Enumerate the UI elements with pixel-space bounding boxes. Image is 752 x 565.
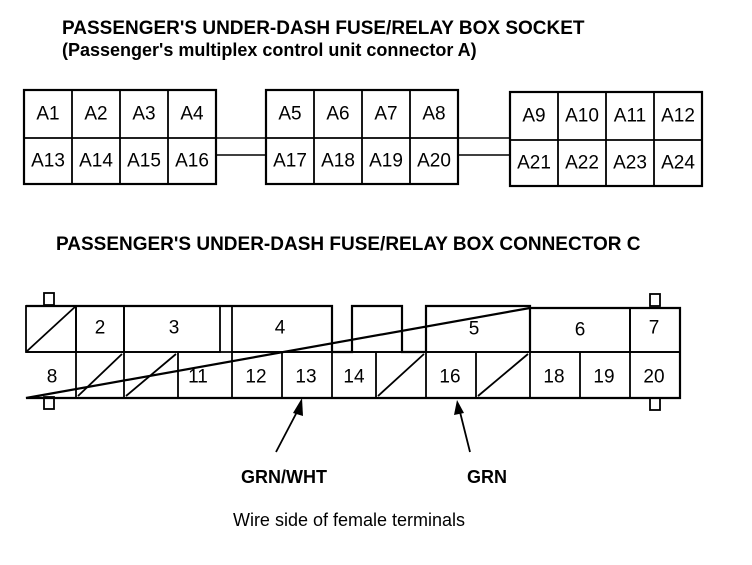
pin-5: 5: [469, 319, 480, 340]
pin-a5: A5: [278, 104, 301, 125]
socket-group-2: A5 A6 A7 A8 A17 A18 A19 A20: [264, 88, 460, 186]
pin-6: 6: [575, 320, 586, 341]
socket-group-1: A1 A2 A3 A4 A13 A14 A15 A16: [22, 88, 218, 186]
vacant-cavity-mark: [77, 353, 123, 397]
pin-a17: A17: [273, 151, 307, 172]
pin-a21: A21: [517, 153, 551, 174]
vacant-cavity-mark: [125, 353, 177, 397]
wire-label-grn-wht: GRN/WHT: [241, 467, 327, 487]
pin-a13: A13: [31, 151, 65, 172]
socket-subtitle: (Passenger's multiplex control unit conn…: [62, 40, 477, 60]
pin-3: 3: [169, 318, 180, 339]
connector-c: 2 3 4 5 6 7 8 11 12 13 14 16 18 19 20: [25, 292, 682, 411]
pin-a2: A2: [84, 104, 107, 125]
pin-8: 8: [47, 367, 58, 388]
pin-14: 14: [343, 367, 365, 388]
pin-a4: A4: [180, 104, 204, 125]
pin-7: 7: [649, 318, 660, 339]
pin-a18: A18: [321, 151, 355, 172]
pin-a1: A1: [36, 104, 59, 125]
pin-a11: A11: [614, 106, 646, 127]
connector-caption: Wire side of female terminals: [233, 510, 465, 530]
pin-4: 4: [275, 318, 286, 339]
pin-20: 20: [643, 367, 664, 388]
pin-19: 19: [593, 367, 614, 388]
key-slot: [351, 305, 403, 353]
vacant-cavity-mark: [377, 353, 425, 397]
pin-a22: A22: [565, 153, 599, 174]
pin-a23: A23: [613, 153, 647, 174]
pin-a10: A10: [565, 106, 599, 127]
pin-a14: A14: [79, 151, 113, 172]
pin-a20: A20: [417, 151, 451, 172]
left-top-tab: [43, 292, 55, 306]
pin-18: 18: [543, 367, 564, 388]
pin-11: 11: [188, 367, 208, 388]
pin-a16: A16: [175, 151, 209, 172]
right-top-tab: [649, 293, 661, 307]
pin-a6: A6: [326, 104, 349, 125]
pin-12: 12: [245, 367, 266, 388]
socket-title: PASSENGER'S UNDER-DASH FUSE/RELAY BOX SO…: [62, 18, 585, 39]
pin-13: 13: [295, 367, 316, 388]
connector-title: PASSENGER'S UNDER-DASH FUSE/RELAY BOX CO…: [56, 234, 641, 255]
pin-a15: A15: [127, 151, 161, 172]
socket-group-3: A9 A10 A11 A12 A21 A22 A23 A24: [508, 90, 704, 188]
pin-a24: A24: [661, 153, 695, 174]
pin-a19: A19: [369, 151, 403, 172]
pin-a8: A8: [422, 104, 445, 125]
arrow-grn: [454, 400, 471, 453]
arrow-grn-wht: [275, 398, 303, 453]
socket-link-lines: [216, 137, 510, 156]
vacant-cavity-mark: [477, 353, 529, 397]
wire-label-grn: GRN: [467, 467, 507, 487]
pin-a3: A3: [132, 104, 155, 125]
pin-a7: A7: [374, 104, 397, 125]
right-bottom-tab: [649, 397, 661, 411]
pin-a9: A9: [522, 106, 545, 127]
pin-16: 16: [439, 367, 460, 388]
pin-2: 2: [95, 318, 106, 339]
pin-a12: A12: [661, 106, 695, 127]
